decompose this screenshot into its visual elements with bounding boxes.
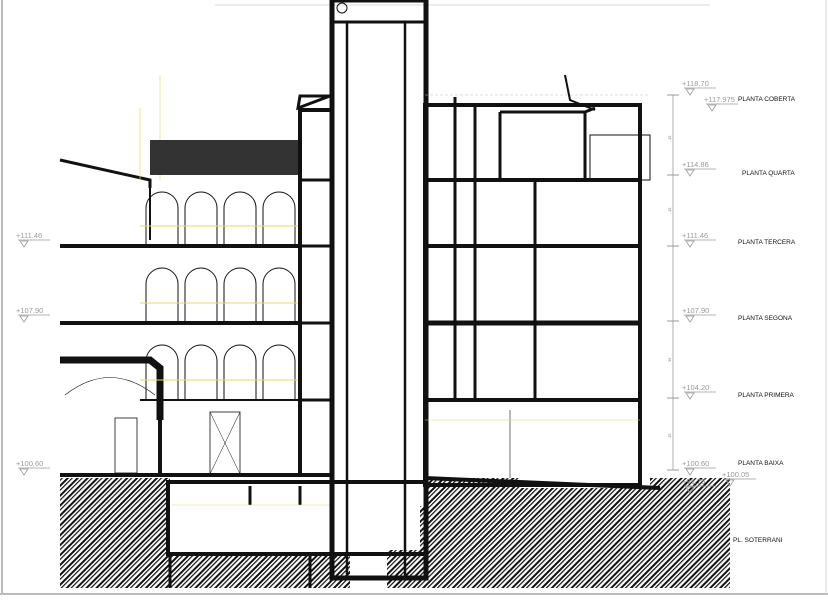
level-triangle-icon (684, 87, 716, 96)
arch (184, 191, 218, 246)
arch (223, 344, 257, 400)
level-triangle-icon (684, 168, 716, 177)
ground-hatch (60, 478, 730, 588)
level-markers (18, 87, 756, 494)
level-triangle-icon (684, 314, 716, 323)
level-quarta: +114.86 (682, 160, 709, 169)
left-level-3: +100.60 (16, 459, 43, 468)
level-triangle-icon (724, 478, 756, 487)
right-building (423, 74, 661, 490)
floor-label-baixa: PLANTA BAIXA (738, 460, 784, 467)
arch (262, 344, 296, 400)
level-triangle-icon (18, 314, 50, 323)
level-ruler (667, 94, 679, 471)
courtyard-arcades (140, 191, 300, 400)
dim-mark: 15 (667, 135, 672, 140)
level-triangle-icon (706, 103, 738, 112)
level-coberta: +117.975 (704, 95, 735, 104)
level-top: +118.70 (682, 79, 709, 88)
dim-mark: 15 (667, 433, 672, 438)
floor-label-segona: PLANTA SEGONA (738, 315, 793, 322)
level-primera: +104.20 (682, 383, 709, 392)
arch (223, 267, 257, 323)
floor-label-primera: PLANTA PRIMERA (738, 392, 795, 399)
floor-label-quarta: PLANTA QUARTA (742, 170, 795, 177)
level-triangle-icon (684, 391, 716, 400)
arch (184, 267, 218, 323)
arch (262, 191, 296, 246)
level-triangle-icon (684, 485, 716, 494)
level-triangle-icon (18, 467, 50, 476)
level-baixa: +100.60 (682, 459, 709, 468)
dim-mark: 15 (667, 357, 672, 362)
level-triangle-icon (684, 239, 716, 248)
floor-label-tercera: PLANTA TERCERA (738, 239, 796, 246)
level-triangle-icon (18, 239, 50, 248)
level-segona: +107.90 (682, 306, 709, 315)
arch (145, 267, 179, 323)
arch (223, 191, 257, 246)
level-ground-a: +99.75 (682, 477, 705, 486)
arch (145, 344, 179, 400)
level-triangle-icon (684, 467, 716, 476)
left-level-2: +107.90 (16, 306, 43, 315)
arch (262, 267, 296, 323)
left-building (59, 75, 330, 477)
left-level-1: +111.46 (16, 231, 42, 240)
floor-label-soterrani: PL. SOTERRANI (733, 537, 783, 544)
dim-mark: 15 (667, 207, 672, 212)
arch (184, 344, 218, 400)
floor-label-coberta: PLANTA COBERTA (738, 96, 796, 103)
arch (145, 191, 179, 246)
level-ground-b: +100.05 (722, 470, 749, 479)
level-tercera: +111.46 (682, 231, 708, 240)
